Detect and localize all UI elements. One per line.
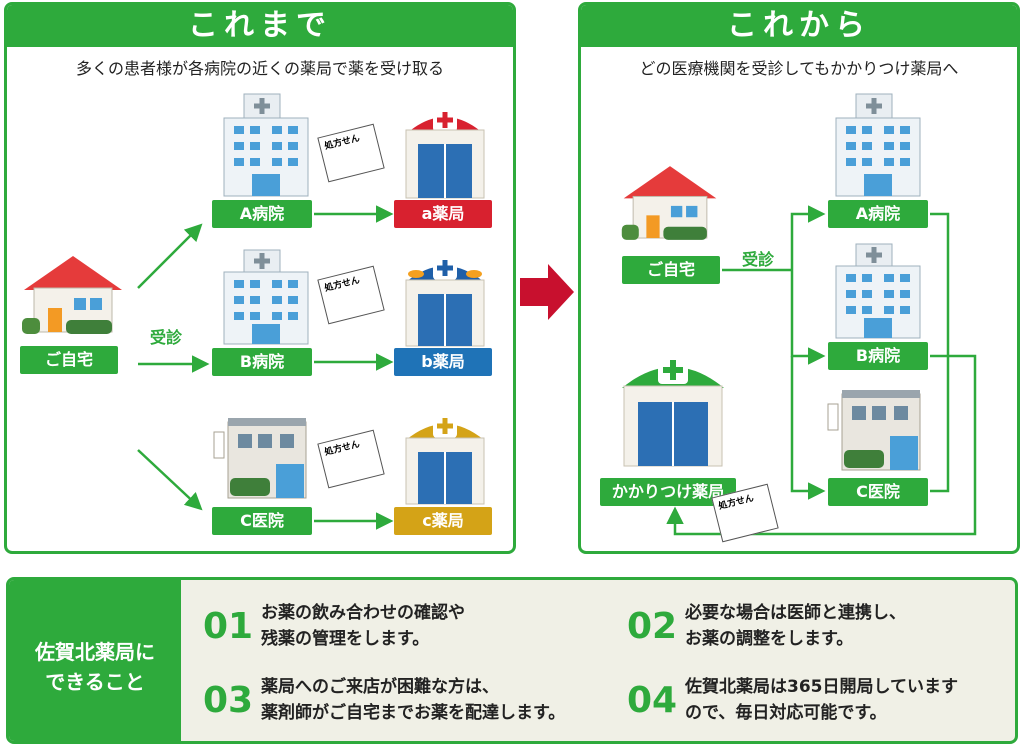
service-text-line: 佐賀北薬局は365日開局しています — [685, 677, 958, 697]
clinic-c-label-after: C医院 — [828, 478, 928, 506]
service-number: 04 — [627, 680, 678, 721]
service-text: 薬局へのご来店が困難な方は、 薬剤師がご自宅までお薬を配達します。 — [261, 674, 565, 726]
home-icon — [621, 166, 717, 240]
service-text: 必要な場合は医師と連携し、 お薬の調整をします。 — [685, 600, 906, 652]
arrow-home-to-c — [137, 449, 203, 511]
prescription-text: 処方せん — [323, 275, 361, 295]
after-subtitle: どの医療機関を受診してもかかりつけ薬局へ — [639, 59, 959, 78]
pharmacy-b-label: b薬局 — [394, 348, 492, 376]
arrow-r-to-c — [790, 356, 826, 500]
prescription-text: 処方せん — [323, 133, 361, 153]
line-a-return — [930, 212, 950, 493]
pharmacy-a-label: a薬局 — [394, 200, 492, 228]
family-pharmacy-icon — [622, 356, 724, 467]
before-subtitle: 多くの患者様が各病院の近くの薬局で薬を受け取る — [75, 59, 444, 78]
service-text-line: 必要な場合は医師と連携し、 — [685, 603, 906, 623]
visit-label-before: 受診 — [150, 328, 183, 347]
home-label-before: ご自宅 — [20, 346, 118, 374]
home-icon — [22, 256, 122, 334]
hospital-a-label-after: A病院 — [828, 200, 928, 228]
service-number: 03 — [203, 680, 254, 721]
services-heading-line1: 佐賀北薬局に — [35, 640, 155, 664]
services-heading: 佐賀北薬局に できること — [9, 580, 181, 741]
arrow-home-to-a — [137, 223, 203, 289]
services-heading-line2: できること — [45, 670, 145, 694]
service-text-line: 残薬の管理をします。 — [261, 629, 430, 649]
hospital-a-icon — [835, 93, 921, 197]
prescription-text: 処方せん — [323, 439, 361, 459]
service-text: お薬の飲み合わせの確認や 残薬の管理をします。 — [261, 600, 465, 652]
services-box: 佐賀北薬局に できること 01 お薬の飲み合わせの確認や 残薬の管理をします。 … — [6, 577, 1018, 744]
pharmacy-a-icon — [405, 108, 485, 199]
flow-connectors — [137, 205, 977, 536]
prescription-text: 処方せん — [717, 493, 755, 513]
visit-label-after: 受診 — [742, 250, 775, 269]
transition-arrow — [520, 264, 574, 320]
pharmacy-b-icon — [405, 256, 485, 347]
hospital-b-label-after: B病院 — [828, 342, 928, 370]
hospital-b-icon — [223, 249, 309, 345]
hospital-b-label-before: B病院 — [212, 348, 312, 376]
pharmacy-c-label: c薬局 — [394, 507, 492, 535]
service-text: 佐賀北薬局は365日開局しています ので、毎日対応可能です。 — [685, 674, 958, 726]
hospital-a-label-before: A病院 — [212, 200, 312, 228]
arrow-r-to-a — [790, 205, 826, 270]
hospital-a-icon — [223, 93, 309, 197]
home-label-after: ご自宅 — [622, 256, 720, 284]
service-text-line: ので、毎日対応可能です。 — [685, 703, 887, 723]
service-text-line: お薬の飲み合わせの確認や — [261, 603, 465, 623]
arrow-r-to-b — [790, 270, 826, 365]
clinic-c-icon — [827, 390, 921, 471]
service-text-line: お薬の調整をします。 — [685, 629, 854, 649]
after-title: これから — [581, 5, 1017, 47]
service-number: 01 — [203, 606, 254, 647]
service-number: 02 — [627, 606, 678, 647]
clinic-c-label-before: C医院 — [212, 507, 312, 535]
service-text-line: 薬局へのご来店が困難な方は、 — [261, 677, 499, 697]
clinic-c-icon — [213, 418, 307, 499]
pharmacy-c-icon — [405, 414, 485, 505]
line-b-return — [666, 354, 977, 536]
before-title: これまで — [7, 5, 513, 47]
hospital-b-icon — [835, 243, 921, 339]
service-text-line: 薬剤師がご自宅までお薬を配達します。 — [261, 703, 566, 723]
